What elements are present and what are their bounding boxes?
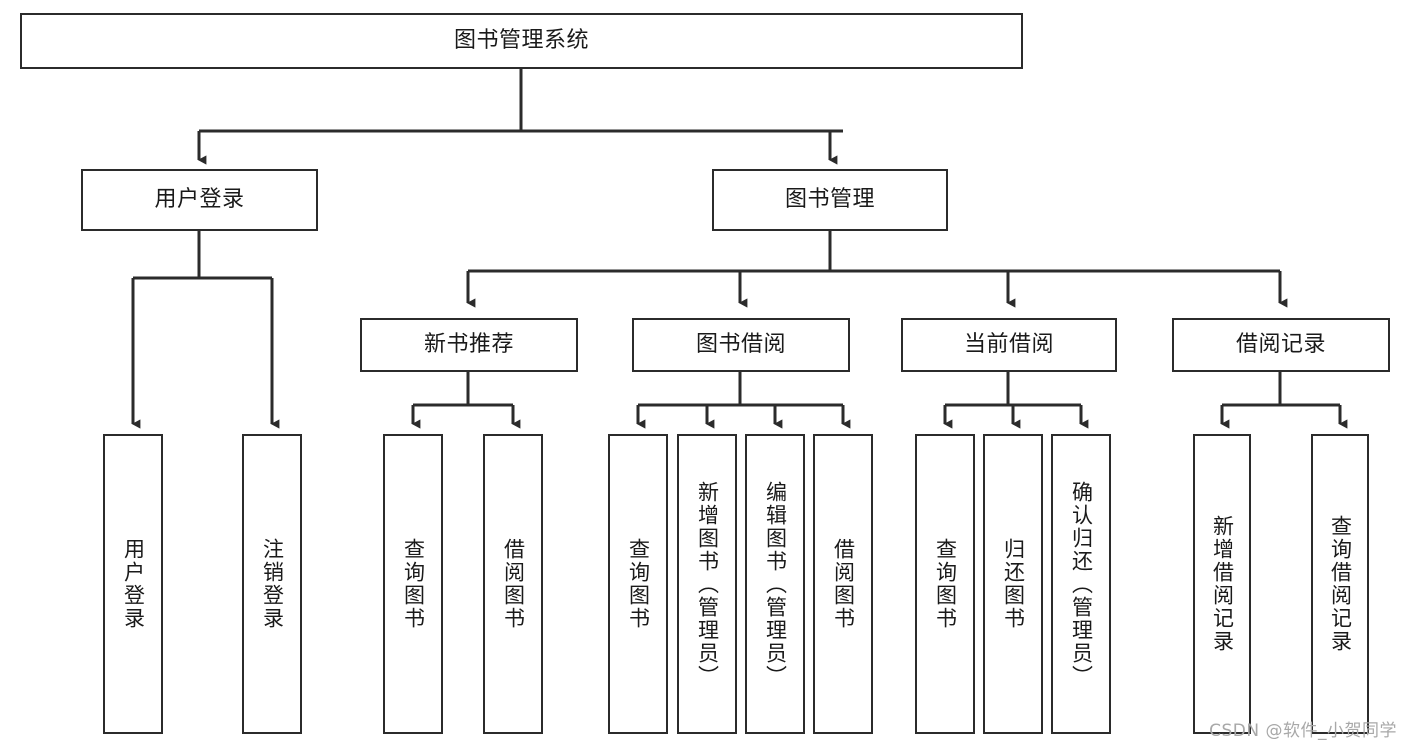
node-label: 图书借阅	[695, 331, 786, 357]
node-label: 查询图书	[933, 538, 958, 630]
node-label: 用户登录	[154, 186, 245, 212]
node-label: 借阅记录	[1235, 331, 1326, 357]
node-label: 编辑图书（管理员）	[763, 480, 788, 688]
leaf-edit-book[interactable]: 编辑图书（管理员）	[745, 434, 805, 734]
leaf-query-record[interactable]: 查询借阅记录	[1311, 434, 1369, 734]
node-label: 新书推荐	[423, 331, 514, 357]
node-label: 注销登录	[260, 538, 285, 630]
node-current-borrow[interactable]: 当前借阅	[901, 318, 1117, 372]
node-label: 归还图书	[1001, 538, 1026, 630]
node-label: 图书管理系统	[453, 27, 589, 53]
leaf-borrow-book-1[interactable]: 借阅图书	[483, 434, 543, 734]
node-new-book-recommend[interactable]: 新书推荐	[360, 318, 578, 372]
leaf-user-login[interactable]: 用户登录	[103, 434, 163, 734]
node-label: 查询借阅记录	[1328, 515, 1353, 653]
csdn-watermark: CSDN @软件_小贺同学	[1209, 721, 1397, 741]
node-label: 当前借阅	[963, 331, 1054, 357]
leaf-return-book[interactable]: 归还图书	[983, 434, 1043, 734]
leaf-query-book-3[interactable]: 查询图书	[915, 434, 975, 734]
node-label: 查询图书	[401, 538, 426, 630]
node-label: 用户登录	[121, 538, 146, 630]
leaf-query-book-2[interactable]: 查询图书	[608, 434, 668, 734]
node-label: 确认归还（管理员）	[1069, 480, 1094, 688]
leaf-query-book-1[interactable]: 查询图书	[383, 434, 443, 734]
leaf-add-record[interactable]: 新增借阅记录	[1193, 434, 1251, 734]
leaf-confirm-return[interactable]: 确认归还（管理员）	[1051, 434, 1111, 734]
leaf-borrow-book-2[interactable]: 借阅图书	[813, 434, 873, 734]
node-label: 查询图书	[626, 538, 651, 630]
node-label: 新增借阅记录	[1210, 515, 1235, 653]
node-label: 借阅图书	[501, 538, 526, 630]
node-book-borrow[interactable]: 图书借阅	[632, 318, 850, 372]
node-label: 图书管理	[784, 186, 875, 212]
node-book-manage[interactable]: 图书管理	[712, 169, 948, 231]
leaf-add-book[interactable]: 新增图书（管理员）	[677, 434, 737, 734]
node-borrow-record[interactable]: 借阅记录	[1172, 318, 1390, 372]
node-label: 借阅图书	[831, 538, 856, 630]
leaf-logout-login[interactable]: 注销登录	[242, 434, 302, 734]
node-label: 新增图书（管理员）	[695, 480, 720, 688]
node-user-login[interactable]: 用户登录	[81, 169, 318, 231]
node-root-book-management-system[interactable]: 图书管理系统	[20, 13, 1023, 69]
